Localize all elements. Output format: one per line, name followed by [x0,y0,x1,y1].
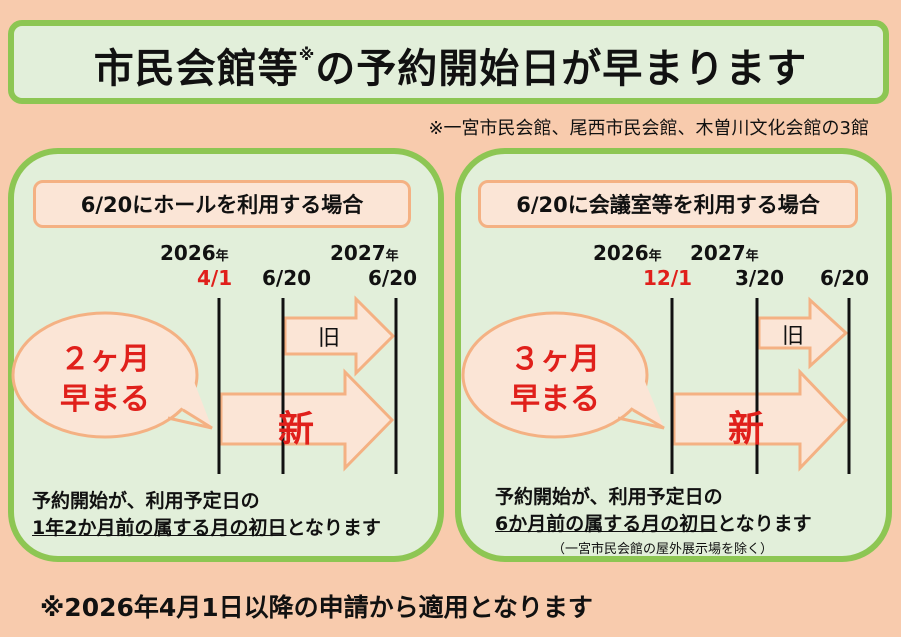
old-label: 旧 [782,324,805,349]
date-new-start: 4/1 [197,266,233,290]
panel-header-meeting-room: 6/20に会議室等を利用する場合 [478,180,858,228]
panel-header-hall: 6/20にホールを利用する場合 [33,180,411,228]
date-old-start: 3/20 [735,266,785,290]
year-label: 2026年 [160,241,229,265]
old-arrow-right [757,296,849,370]
new-arrow-left [219,368,395,472]
year-label: 2027年 [690,241,759,265]
speech-bubble-right [461,311,649,439]
date-use: 6/20 [368,266,418,290]
year-label: 2027年 [330,241,399,265]
date-old-start: 6/20 [262,266,312,290]
speech-bubble-left-tail [170,340,212,428]
date-use: 6/20 [820,266,870,290]
bubble-text-right: ３ヶ月早まる [510,342,600,417]
new-arrow-right [672,368,849,472]
new-label: 新 [278,409,315,450]
year-label: 2026年 [593,241,662,265]
old-label: 旧 [318,326,341,351]
old-arrow-left [283,295,396,377]
date-new-start: 12/1 [643,266,693,290]
new-label: 新 [728,409,765,450]
page-title: 市民会館等※の予約開始日が早まります [93,45,808,92]
footer-note: ※2026年4月1日以降の申請から適用となります [40,593,593,622]
speech-bubble-left [11,311,199,439]
title-box [8,20,889,104]
bubble-text-left: ２ヶ月早まる [60,342,150,417]
venue-note: ※一宮市民会館、尾西市民会館、木曽川文化会館の3館 [428,118,869,139]
speech-bubble-right-tail [620,340,664,428]
exception-note: （一宮市民会館の屋外展示場を除く） [552,542,774,557]
